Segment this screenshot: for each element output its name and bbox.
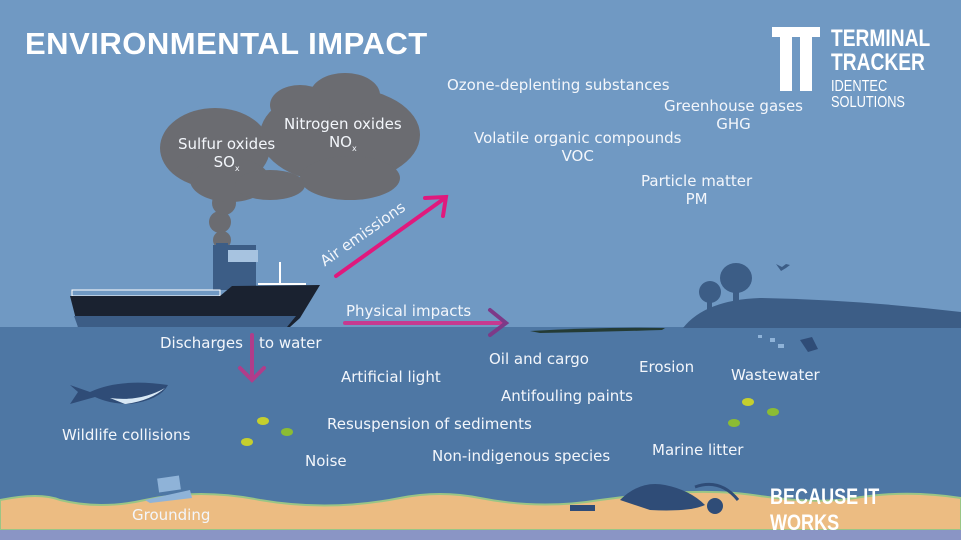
ship-icon — [70, 243, 320, 327]
fish-icon — [241, 398, 779, 446]
marine-litter-label: Marine litter — [652, 441, 744, 459]
page-title: ENVIRONMENTAL IMPACT — [25, 26, 428, 61]
tagline: BECAUSE IT WORKS — [770, 484, 880, 535]
whale-icon — [70, 382, 168, 404]
ozone-label: Ozone-deplenting substances — [447, 76, 670, 94]
resuspension-label: Resuspension of sediments — [327, 415, 532, 433]
nitrogen-oxides-label: Nitrogen oxides NOx — [284, 115, 402, 153]
oil-cargo-label: Oil and cargo — [489, 350, 589, 368]
wildlife-collisions-label: Wildlife collisions — [62, 426, 191, 444]
to-water-label: to water — [259, 334, 322, 352]
brand-line2: TRACKER — [831, 49, 925, 76]
brand-line3: IDENTEC SOLUTIONS — [831, 78, 905, 111]
island — [683, 298, 961, 328]
marine-litter-icon — [570, 482, 740, 514]
brand-line1: TERMINAL — [831, 25, 931, 52]
wastewater-label: Wastewater — [731, 366, 820, 384]
trees-icon — [699, 263, 752, 310]
wastewater-debris-icon — [758, 335, 818, 352]
non-indigenous-label: Non-indigenous species — [432, 447, 611, 465]
arrows — [238, 194, 510, 383]
physical-impacts-label: Physical impacts — [346, 302, 472, 320]
oil-slick-icon — [530, 327, 665, 333]
discharges-label: Discharges — [160, 334, 243, 352]
grounded-boat-icon — [145, 475, 192, 503]
erosion-label: Erosion — [639, 358, 695, 376]
cloud-icon — [160, 73, 420, 202]
sulfur-oxides-label: Sulfur oxides SOx — [178, 135, 276, 173]
bottom-strip — [0, 530, 961, 540]
antifouling-label: Antifouling paints — [501, 387, 633, 405]
noise-label: Noise — [305, 452, 347, 470]
bird-icon — [776, 264, 790, 271]
artificial-light-label: Artificial light — [341, 368, 441, 386]
grounding-label: Grounding — [132, 506, 211, 524]
